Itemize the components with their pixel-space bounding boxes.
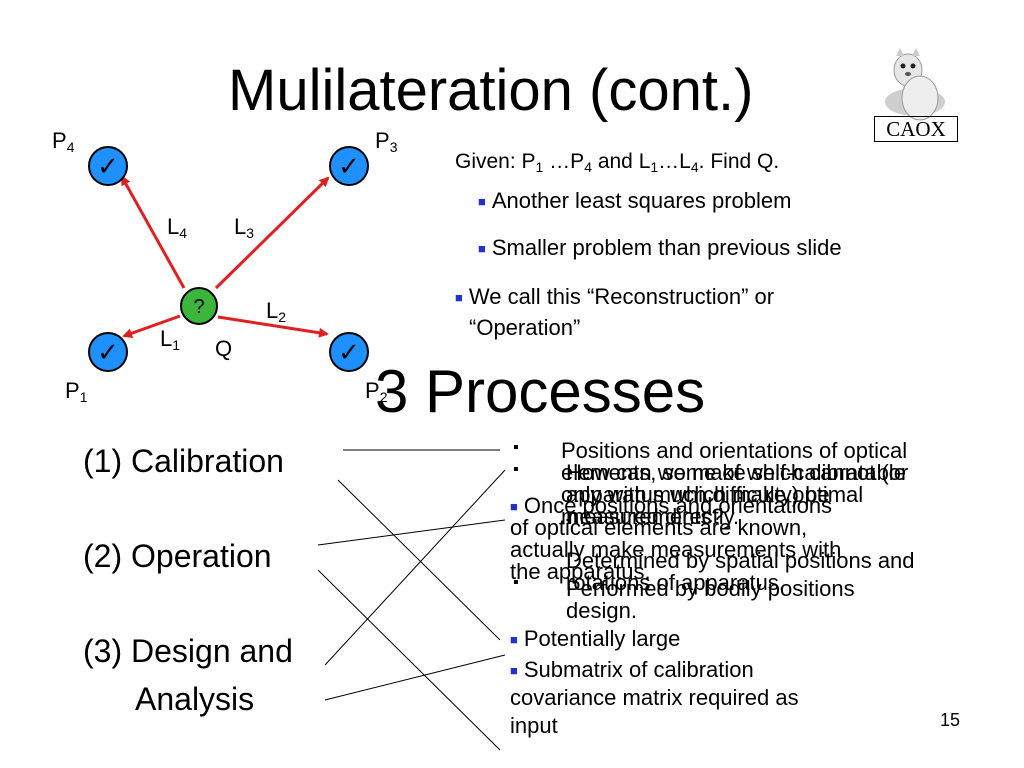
processes-heading: 3 Processes <box>375 358 706 425</box>
check-icon: ✓ <box>97 152 119 182</box>
arrow-l1 <box>122 314 181 339</box>
label-p1: P1 <box>65 378 88 405</box>
process-calibration: (1) Calibration <box>83 443 284 479</box>
label-q: Q <box>215 336 233 361</box>
check-icon: ✓ <box>338 152 360 182</box>
question-icon: ? <box>193 296 204 318</box>
calibration-detail: Positions and orientations of optical el… <box>561 438 909 529</box>
caox-ferret-logo <box>885 48 945 121</box>
bullet-square-icon: ■ <box>510 632 518 647</box>
label-p2: P2 <box>365 378 388 405</box>
caox-logo-label: CAOX <box>874 116 958 142</box>
arrow-l4 <box>120 175 186 289</box>
bullet-square-icon: ▪ <box>513 439 519 456</box>
bullet-square-icon: ■ <box>478 241 486 256</box>
bullet-square-icon: ■ <box>510 663 518 678</box>
given-statement: Given: P1 …P4 and L1…L4. Find Q. <box>455 150 780 175</box>
process-analysis: Analysis <box>135 681 255 717</box>
process-design: (3) Design and <box>83 633 293 669</box>
node-p3 <box>329 146 369 186</box>
page-number: 15 <box>940 710 961 730</box>
node-p4 <box>88 146 128 186</box>
node-p2 <box>329 332 369 372</box>
bullet-least-squares: ■Another least squares problem <box>478 188 792 213</box>
check-icon: ✓ <box>97 338 119 368</box>
bullet-reconstruction: ■We call this “Reconstruction” or“Operat… <box>455 284 775 340</box>
label-l3: L3 <box>234 214 255 241</box>
operation-detail: ■Once positions and orientations of opti… <box>510 493 842 584</box>
label-l1: L1 <box>160 326 181 353</box>
analysis-detail: ■Potentially large ■Submatrix of calibra… <box>510 626 799 738</box>
bullet-smaller-problem: ■Smaller problem than previous slide <box>478 235 842 260</box>
operation-detail-2: Performed by bodily positions design. <box>566 576 855 623</box>
label-p3: P3 <box>375 128 398 155</box>
arrow-l2 <box>217 315 329 338</box>
bullet-square-icon: ■ <box>510 499 518 514</box>
node-p1 <box>88 332 128 372</box>
label-p4: P4 <box>52 128 75 155</box>
process-operation: (2) Operation <box>83 538 272 574</box>
label-l4: L4 <box>167 214 188 241</box>
arrow-l3 <box>214 176 330 290</box>
label-l2: L2 <box>266 298 287 325</box>
design-detail: How can we make self-calibratable appara… <box>566 460 915 595</box>
multilateration-diagram: ✓ ✓ ✓ ✓ ? <box>88 146 369 372</box>
check-icon: ✓ <box>338 338 360 368</box>
bullet-square-icon: ■ <box>478 194 486 209</box>
bullet-square-icon: ▪ <box>513 574 519 591</box>
node-q <box>180 287 218 325</box>
slide-title: Mulilateration (cont.) <box>228 58 754 123</box>
bullet-square-icon: ▪ <box>513 461 519 478</box>
bullet-square-icon: ■ <box>455 290 463 305</box>
